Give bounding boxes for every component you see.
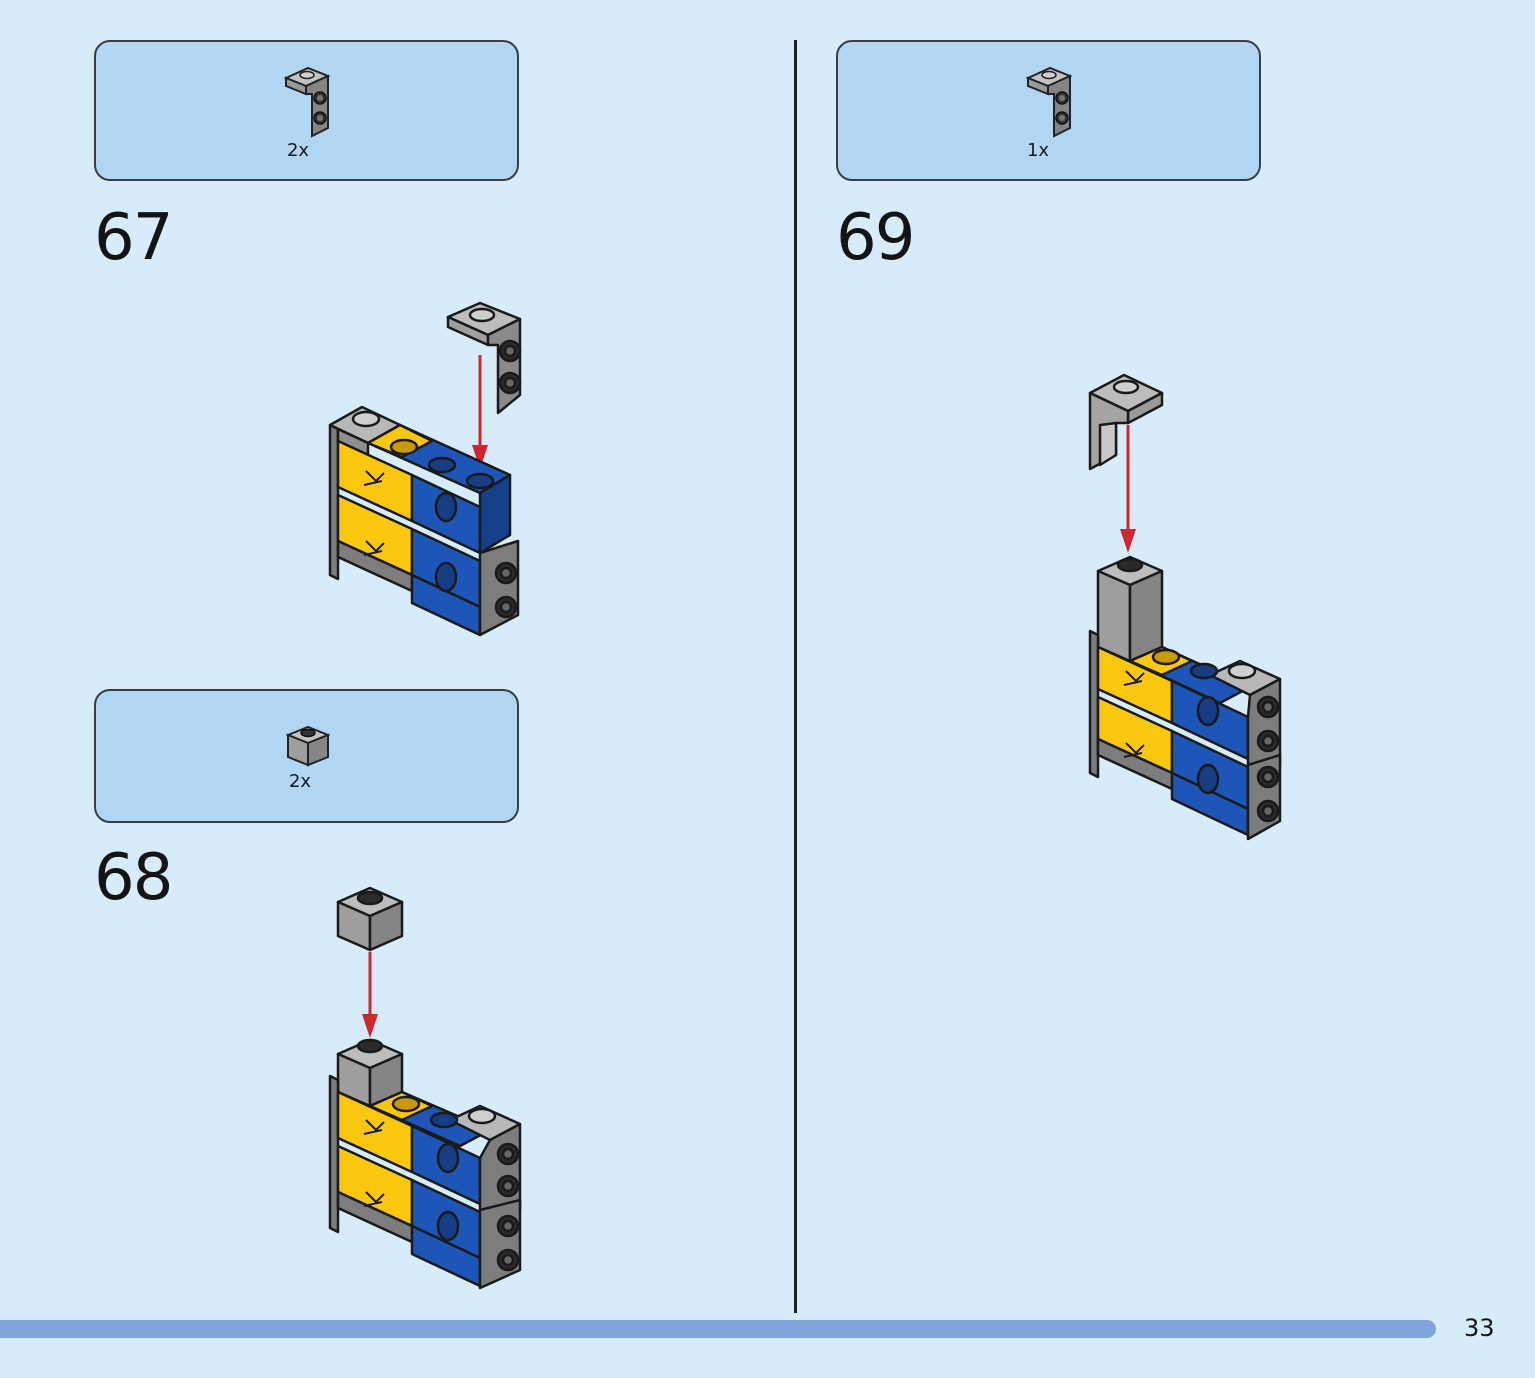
step-69-model-illustration	[1088, 373, 1282, 841]
bracket-1x2-icon	[283, 66, 331, 138]
step-67-model-illustration	[328, 301, 522, 637]
parts-callout-step-67: 2x	[94, 40, 519, 181]
step-number: 68	[94, 841, 173, 915]
step-number: 67	[94, 201, 173, 275]
part-quantity: 2x	[288, 771, 312, 792]
bracket-1x2-icon	[1025, 66, 1073, 138]
page-number: 33	[1464, 1314, 1495, 1342]
step-68-model-illustration	[328, 886, 522, 1290]
part-quantity: 1x	[1026, 140, 1050, 161]
parts-callout-step-68: 2x	[94, 689, 519, 823]
step-number: 69	[836, 201, 915, 275]
column-divider	[794, 40, 797, 1313]
footer-progress-bar	[0, 1320, 1436, 1338]
part-quantity: 2x	[286, 140, 310, 161]
brick-1x1-icon	[286, 725, 330, 767]
parts-callout-step-69: 1x	[836, 40, 1261, 181]
